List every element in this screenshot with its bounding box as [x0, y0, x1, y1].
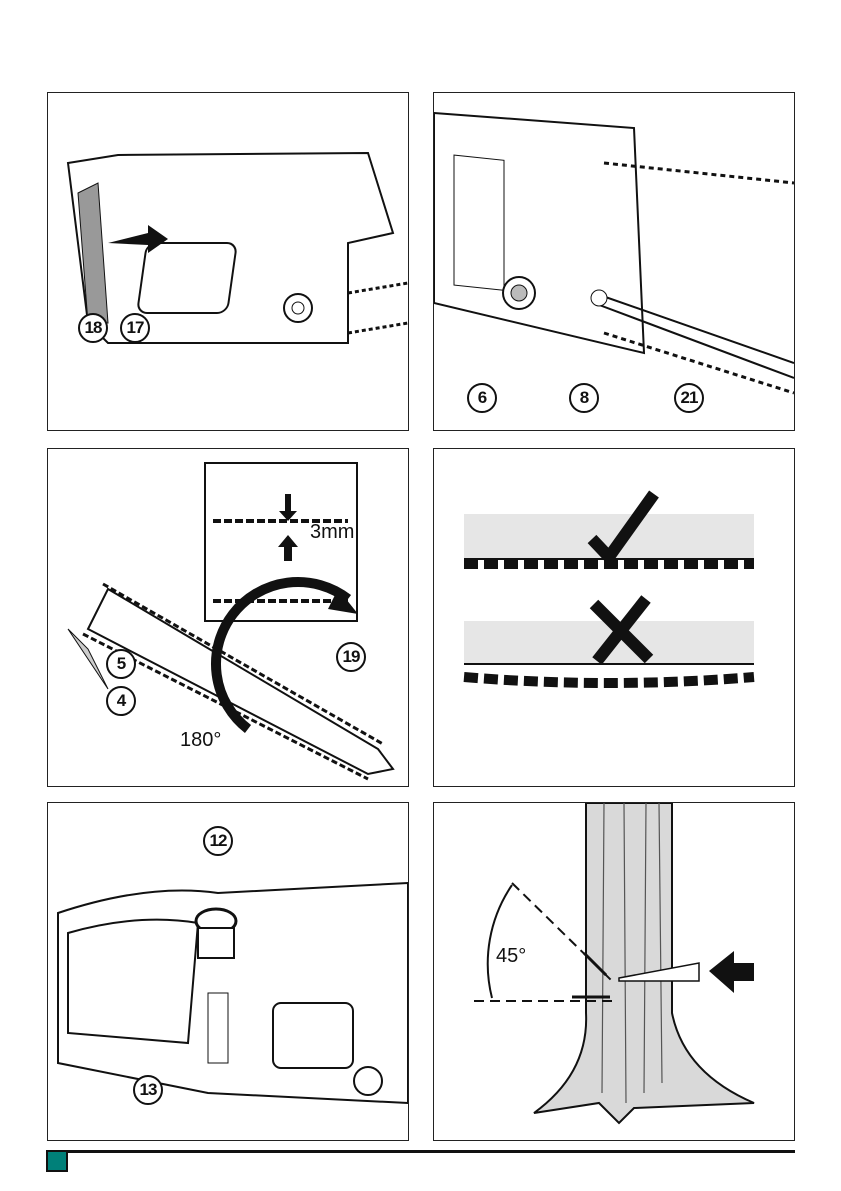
- angle-label: 180°: [180, 729, 222, 751]
- gap-label: 3mm: [310, 521, 355, 543]
- callout-4: 4: [106, 686, 136, 716]
- footer-color-marker: [46, 1150, 68, 1172]
- callout-6: 6: [467, 383, 497, 413]
- callout-17: 17: [120, 313, 150, 343]
- figure-2-chain-tension: 6 8 21: [433, 92, 795, 431]
- bar-and-chain-illustration: [67, 462, 395, 781]
- angle-label: 45°: [496, 945, 527, 967]
- callout-13: 13: [133, 1075, 163, 1105]
- figure-6-felling-cut: 45°: [433, 802, 795, 1141]
- callout-19: 19: [336, 642, 366, 672]
- tree-felling-illustration: [474, 803, 755, 1125]
- footer-rule: [68, 1150, 795, 1153]
- chainsaw-cover-illustration: [66, 151, 408, 344]
- cross-icon: [589, 595, 654, 665]
- check-icon: [587, 490, 659, 567]
- callout-8: 8: [569, 383, 599, 413]
- figure-3-chain-install: 3mm 180° 5 4 19: [47, 448, 409, 787]
- chainsaw-side-illustration: [434, 111, 794, 395]
- figure-4-chain-tension-check: [433, 448, 795, 787]
- callout-5: 5: [106, 649, 136, 679]
- figure-5-oil-tank: 12 13: [47, 802, 409, 1141]
- callout-18: 18: [78, 313, 108, 343]
- tension-comparison-illustration: [463, 490, 755, 688]
- callout-12: 12: [203, 826, 233, 856]
- oil-cap-illustration: [57, 881, 408, 1105]
- figure-1-cover-removal: 18 17: [47, 92, 409, 431]
- callout-21: 21: [674, 383, 704, 413]
